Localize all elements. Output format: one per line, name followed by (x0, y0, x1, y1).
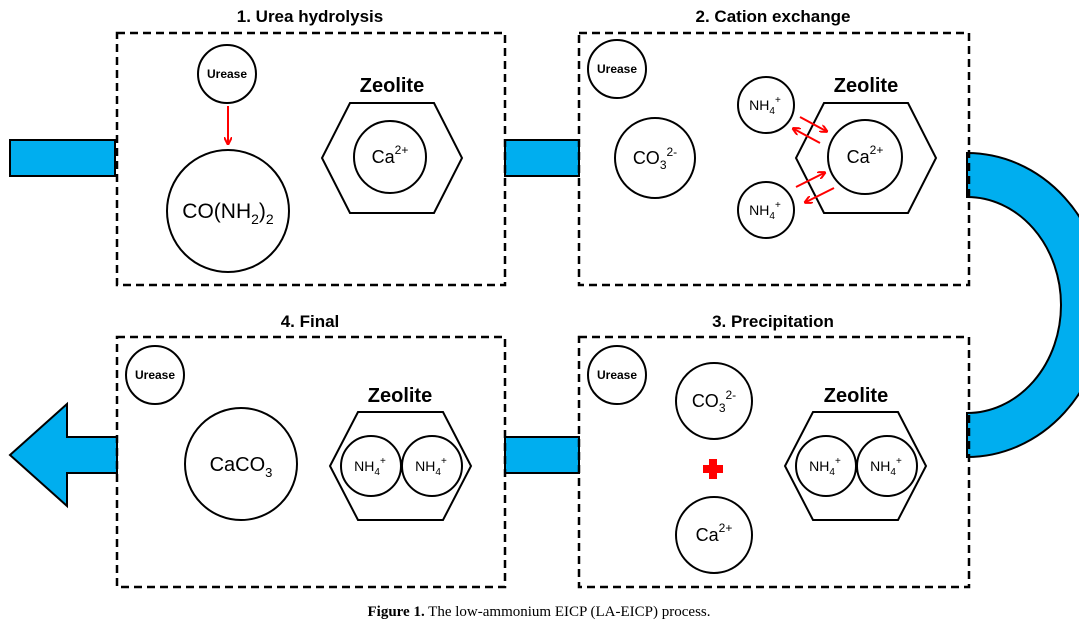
carbonate-ion-label: CO32- (633, 145, 677, 172)
ammonium-ion-circle (737, 181, 795, 239)
figure-caption: Figure 1. The low-ammonium EICP (LA-EICP… (367, 604, 710, 620)
panel-1-title: 1. Urea hydrolysis (237, 7, 383, 26)
zeolite-label: Zeolite (824, 385, 888, 407)
calcium-ion-label: Ca2+ (847, 143, 884, 167)
input-bar (9, 139, 116, 177)
calcium-ion-circle (675, 496, 753, 574)
urease-circle (587, 39, 647, 99)
ammonium-ion-label: NH4+ (809, 456, 841, 478)
carbonate-ion-label: CO32- (692, 388, 736, 415)
ammonium-ion-label: NH4+ (749, 95, 781, 117)
carbonate-ion-circle (614, 117, 696, 199)
calcium-carbonate-label: CaCO3 (210, 454, 273, 480)
calcium-ion-label: Ca2+ (696, 521, 733, 545)
calcium-ion-label: Ca2+ (372, 143, 409, 167)
panel-1-frame (115, 31, 507, 287)
panel-4-frame (115, 335, 507, 589)
urea-label: CO(NH2)2 (182, 200, 274, 227)
flow-connectors (8, 139, 1079, 509)
urease-label: Urease (135, 368, 175, 382)
panel-urea-hydrolysis: 1. Urea hydrolysis Urease CO(NH2)2 Zeoli… (115, 7, 507, 287)
panel-cation-exchange: 2. Cation exchange Urease CO32- Zeolite … (577, 7, 971, 287)
urease-label: Urease (597, 62, 637, 76)
panel-final: 4. Final Urease CaCO3 Zeolite NH4+ NH4+ (115, 312, 507, 589)
ammonium-ion-circle (737, 76, 795, 134)
calcium-carbonate-circle (184, 407, 298, 521)
panel-2-frame (577, 31, 971, 287)
ammonium-ion-label: NH4+ (415, 456, 447, 478)
panel-2-title: 2. Cation exchange (696, 7, 851, 26)
ammonium-ion-circle (401, 435, 463, 497)
connector-3-4 (504, 436, 580, 474)
calcium-ion-circle (353, 120, 427, 194)
urease-circle (125, 345, 185, 405)
zeolite-label: Zeolite (368, 385, 432, 407)
panel-3-frame (577, 335, 971, 589)
plus-icon (703, 459, 723, 479)
urease-label: Urease (207, 67, 247, 81)
exchange-arrow (795, 173, 824, 188)
ammonium-ion-label: NH4+ (749, 200, 781, 222)
ammonium-ion-label: NH4+ (354, 456, 386, 478)
panel-3-title: 3. Precipitation (712, 312, 834, 331)
urea-circle (166, 149, 290, 273)
zeolite-label: Zeolite (360, 75, 424, 97)
urease-circle (587, 345, 647, 405)
exchange-arrow (799, 116, 826, 131)
carbonate-ion-circle (675, 362, 753, 440)
urease-circle (197, 44, 257, 104)
exchange-arrow (806, 187, 835, 202)
ammonium-ion-circle (856, 435, 918, 497)
panel-4-title: 4. Final (281, 312, 340, 331)
exchange-arrow (794, 129, 821, 144)
panel-precipitation: 3. Precipitation Urease CO32- Ca2+ Zeoli… (577, 312, 971, 589)
ammonium-ion-label: NH4+ (870, 456, 902, 478)
curved-connector-2-3 (966, 151, 1079, 459)
zeolite-label: Zeolite (834, 75, 898, 97)
output-arrow (8, 401, 118, 509)
calcium-ion-circle (827, 119, 903, 195)
urease-label: Urease (597, 368, 637, 382)
connector-1-2 (504, 139, 580, 177)
